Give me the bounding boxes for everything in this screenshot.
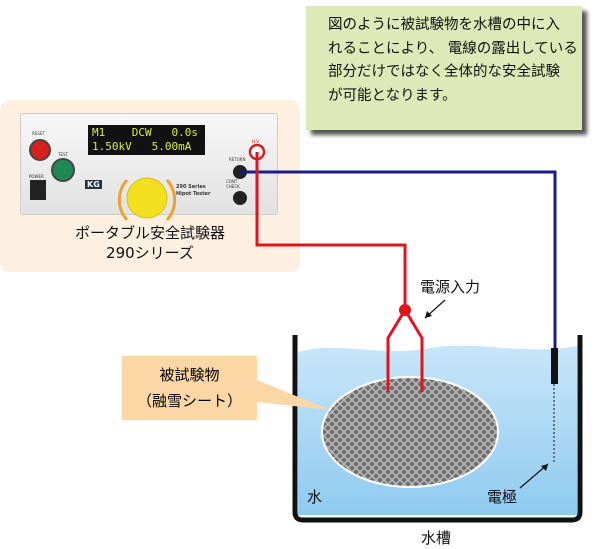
blue-wire (240, 170, 557, 350)
brand-logo: KG (85, 180, 102, 189)
tester-caption: ポータブル安全試験器 (74, 224, 225, 242)
control-knob[interactable] (126, 177, 168, 219)
power-switch[interactable] (30, 180, 46, 200)
water-label: 水 (307, 488, 323, 506)
power-label: POWER (29, 174, 44, 179)
reset-label: RESET (32, 131, 45, 136)
test-label: TEST (58, 152, 68, 157)
dut-label: 被試験物 (159, 366, 220, 384)
model-label: Hipot Tester (176, 191, 211, 197)
note-line: が可能となります。 (328, 87, 457, 104)
display-line: M1 DCW 0.0s (92, 126, 198, 139)
tank-label: 水槽 (421, 529, 452, 547)
dut-callout: 被試験物 （融雪シート） (122, 356, 257, 420)
note-line: れることにより、 電線の露出している (328, 40, 578, 57)
electrode (551, 348, 558, 384)
hv-label: H.V. (252, 139, 260, 144)
water-tank (292, 335, 583, 523)
cont-check-label: CONT CHECK (226, 179, 240, 189)
return-label: RETURN (229, 157, 246, 162)
note-line: 部分だけではなく全体的な安全試験 (328, 64, 560, 80)
snow-melting-sheet (321, 376, 499, 488)
description-note: 図のように被試験物を水槽の中に入 れることにより、 電線の露出している 部分だけ… (306, 6, 582, 130)
series-label: 290 Series (176, 184, 206, 190)
reset-button[interactable] (29, 139, 51, 161)
dut-sublabel: （融雪シート） (136, 392, 242, 410)
red-wire (255, 152, 407, 310)
note-line: 図のように被試験物を水槽の中に入 (328, 17, 560, 33)
electrode-label: 電極 (487, 488, 518, 506)
power-input-label: 電源入力 (420, 278, 481, 296)
tester-series-caption: 290シリーズ (106, 244, 194, 262)
display-line: 1.50kV 5.00mA (92, 140, 192, 153)
test-button[interactable] (51, 158, 75, 182)
cont-check-jack (233, 191, 247, 205)
